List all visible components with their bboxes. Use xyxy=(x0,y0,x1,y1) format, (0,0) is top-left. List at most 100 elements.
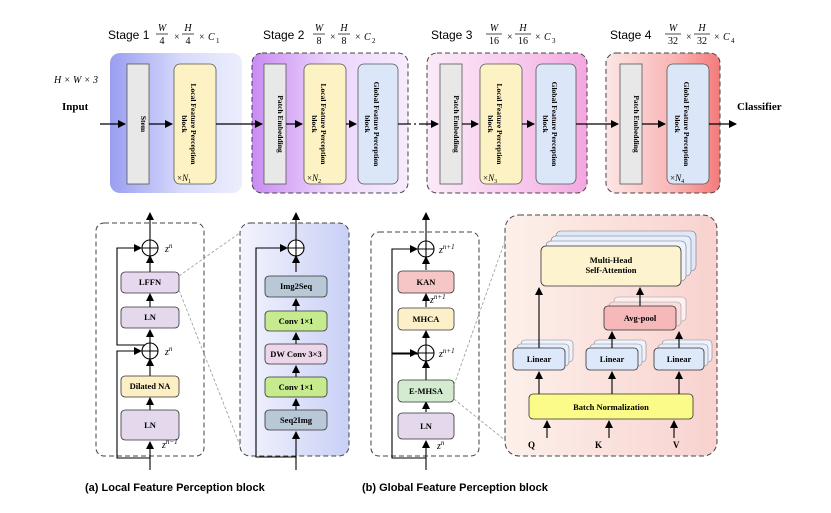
gfp-z-mid2: zn+1 xyxy=(438,347,455,360)
emhsa-linear-q-label: Linear xyxy=(527,354,552,364)
emhsa-avgpool-label: Avg-pool xyxy=(624,313,657,323)
gfp-z-in: zn xyxy=(436,439,445,452)
stage-3-dims-wd: 16 xyxy=(489,36,499,47)
stage-3-global-block-label: Global Feature Perceptionblock xyxy=(541,82,559,168)
stage-3: Stage 3 W 16 × H 16 × C 3 Patch Embeddin… xyxy=(426,23,588,194)
gfp-ln xyxy=(397,412,455,440)
gfp-kan-label: KAN xyxy=(417,277,437,287)
svg-text:×: × xyxy=(199,32,205,43)
stage-2-repeat: ×N2 xyxy=(307,173,321,185)
stage-2-global-block-label: Global Feature Perceptionblock xyxy=(363,82,381,168)
stage-1-dims-c: C xyxy=(208,32,215,43)
stage-2: Stage 2 W 8 × H 8 × C 2 Patch Embedding … xyxy=(251,23,409,194)
svg-text:×: × xyxy=(686,32,692,43)
stage-4-dims-wd: 32 xyxy=(668,36,678,47)
stage-4-dims-h: H xyxy=(697,23,706,34)
stage-1: Stage 1 W 4 × H 4 × C 1 Stem Local Featu… xyxy=(108,23,242,193)
input-dims: H × W × 3 xyxy=(53,75,98,86)
gfp-emhsa-label: E-MHSA xyxy=(409,386,444,396)
emhsa-linear-k-label: Linear xyxy=(600,354,625,364)
stage-3-dims-c: C xyxy=(544,32,551,43)
emhsa-q-label: Q xyxy=(528,440,535,450)
stage-1-repeat: ×N1 xyxy=(177,173,191,185)
stage-2-dims-h: H xyxy=(339,23,348,34)
stage-3-dims-hd: 16 xyxy=(518,36,528,47)
svg-text:×: × xyxy=(507,32,513,43)
svg-text:×: × xyxy=(355,32,361,43)
emhsa-v-label: V xyxy=(673,440,680,450)
emhsa-batchnorm-label: Batch Normalization xyxy=(573,402,649,412)
lffn-img2seq xyxy=(264,275,328,298)
caption-b: (b) Global Feature Perception block xyxy=(362,482,549,494)
stage-3-dims-w: W xyxy=(490,23,500,34)
lffn-seq2img xyxy=(264,409,328,431)
stage-1-local-block-label: Local Feature Perceptionblock xyxy=(180,84,198,166)
lfp-lffn xyxy=(120,271,180,294)
gfp-ln-label: LN xyxy=(420,421,433,431)
lfp-ln-bottom xyxy=(120,409,180,441)
stage-4-dims-w: W xyxy=(669,23,679,34)
emhsa-linear-v-label: Linear xyxy=(667,354,692,364)
lffn-detail: Img2Seq Conv 1×1 DW Conv 3×3 Conv 1×1 Se… xyxy=(239,212,350,470)
lffn-seq2img-label: Seq2Img xyxy=(280,415,313,425)
stage-1-dims-ci: 1 xyxy=(216,37,220,45)
stage-3-local-block-label: Local Feature Perceptionblock xyxy=(486,84,504,166)
svg-text:×: × xyxy=(714,32,720,43)
stage-1-dims: W 4 × H 4 × C 1 xyxy=(156,23,220,47)
gfp-emhsa xyxy=(397,379,455,403)
stage-2-dims-wd: 8 xyxy=(317,36,322,47)
lfp-dilated-na-label: Dilated NA xyxy=(130,381,172,391)
gfp-block-diagram: KAN MHCA E-MHSA LN zn+1 zn+1 zn+1 zn xyxy=(370,212,480,470)
gfp-z-top: zn+1 xyxy=(438,243,455,256)
svg-text:×: × xyxy=(535,32,541,43)
stage-4-repeat: ×N4 xyxy=(670,173,684,185)
gfp-mhca-label: MHCA xyxy=(413,314,441,324)
svg-text:×: × xyxy=(174,32,180,43)
stem-block-label: Stem xyxy=(139,116,148,133)
stage-2-dims-w: W xyxy=(315,23,325,34)
lffn-img2seq-label: Img2Seq xyxy=(280,281,312,291)
stage-2-dims-ci: 2 xyxy=(372,37,376,45)
gfp-outline xyxy=(370,231,480,457)
emhsa-batchnorm xyxy=(528,393,694,420)
stage-4-dims-ci: 4 xyxy=(731,37,735,45)
stage-4-dims-c: C xyxy=(723,32,730,43)
stage-4-global-block-label: Global Feature Perceptionblock xyxy=(673,82,691,168)
stage-3-dims-ci: 3 xyxy=(552,37,556,45)
gfp-mhca xyxy=(397,307,455,331)
lfp-ln-bottom-label: LN xyxy=(144,420,157,430)
stage-3-title: Stage 3 xyxy=(431,28,473,42)
lfp-dilated-na xyxy=(120,375,180,398)
stage-3-patch-embedding-label: Patch Embedding xyxy=(452,95,461,153)
lfp-block-diagram: LFFN LN Dilated NA LN zn zn zn−1 xyxy=(95,212,205,470)
stage-2-patch-embedding-label: Patch Embedding xyxy=(276,95,285,153)
stage-2-title: Stage 2 xyxy=(263,28,305,42)
lfp-lffn-label: LFFN xyxy=(139,277,162,287)
lfp-ln-top xyxy=(120,306,180,329)
stage-2-dims-c: C xyxy=(364,32,371,43)
lffn-conv-bottom-label: Conv 1×1 xyxy=(279,382,314,392)
stage-1-dims-hd: 4 xyxy=(186,36,191,47)
gfp-kan xyxy=(397,270,455,294)
lffn-conv-top xyxy=(264,310,328,332)
stage-3-repeat: ×N3 xyxy=(483,173,497,185)
output-label: Classifier xyxy=(737,101,782,113)
lfp-z-top: zn xyxy=(164,242,173,255)
svg-text:×: × xyxy=(330,32,336,43)
emhsa-k-label: K xyxy=(595,440,602,450)
input-label: Input xyxy=(62,101,89,113)
stage-1-title: Stage 1 xyxy=(108,28,150,42)
lffn-conv-top-label: Conv 1×1 xyxy=(279,316,314,326)
stage-4: Stage 4 W 32 × H 32 × C 4 Patch Embeddin… xyxy=(605,23,735,194)
stage-2-local-block-label: Local Feature Perceptionblock xyxy=(310,84,328,166)
stage-4-patch-embedding-label: Patch Embedding xyxy=(632,95,641,153)
lffn-conv-bottom xyxy=(264,376,328,398)
stage-1-dims-wd: 4 xyxy=(160,36,165,47)
stage-1-dims-h: H xyxy=(183,23,192,34)
stage-4-dims-hd: 32 xyxy=(697,36,707,47)
emhsa-attention xyxy=(540,245,682,287)
stage-2-dims-hd: 8 xyxy=(342,36,347,47)
stage-1-dims-w: W xyxy=(158,23,168,34)
lffn-dwconv xyxy=(264,343,328,365)
